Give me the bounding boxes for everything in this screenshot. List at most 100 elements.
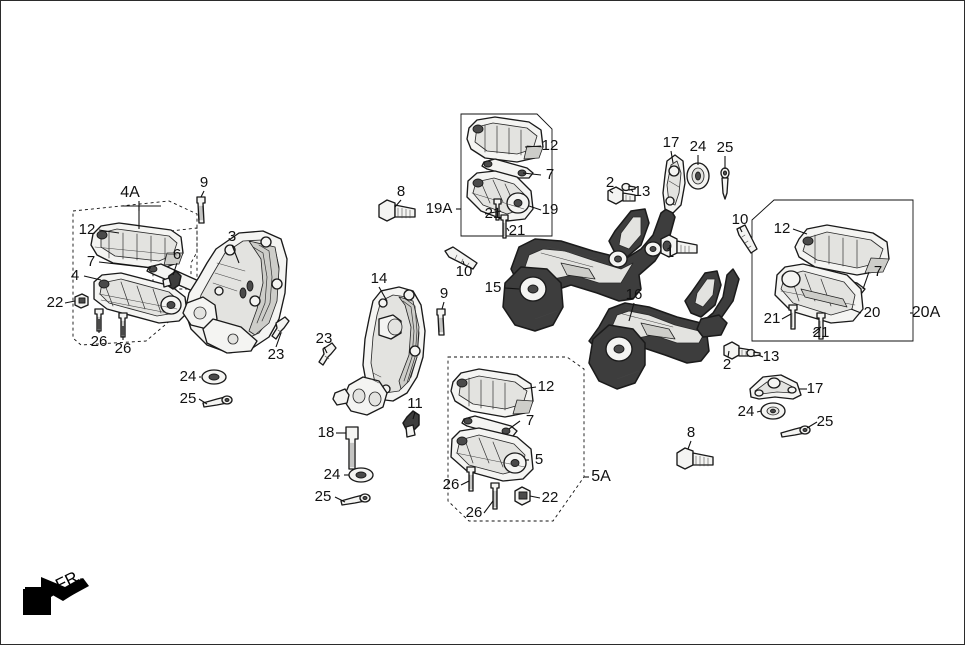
callout-25-upper: 25 — [717, 139, 734, 156]
part-12-left-footpeg — [90, 222, 184, 270]
part-17-bracket-plate-upper — [662, 154, 686, 214]
callout-9-left: 9 — [200, 174, 208, 191]
part-19-step-bar-right — [466, 170, 534, 222]
part-21-screw-19A-b — [500, 214, 509, 239]
callout-20: 20 — [864, 304, 881, 321]
part-17-bracket-plate-lower — [749, 374, 802, 400]
part-7-spring-plate-19A — [481, 158, 534, 179]
part-12-footpeg-19A — [466, 116, 544, 163]
part-25-cotter-pin-upper — [720, 167, 730, 200]
callout-26-5A-b: 26 — [466, 504, 483, 521]
callout-12-left: 12 — [79, 221, 96, 238]
part-24-washer-left — [201, 369, 227, 385]
callout-26-left-b: 26 — [115, 340, 132, 357]
part-25-cotter-pin-left — [202, 395, 233, 408]
part-14-rear-bracket — [332, 286, 426, 416]
callout-25-center: 25 — [315, 488, 332, 505]
part-9-pin-left — [196, 196, 206, 224]
callout-12-19A: 12 — [542, 137, 559, 154]
callout-21-20A-b: 21 — [813, 324, 830, 341]
part-23-screw-left-of-14 — [318, 342, 337, 366]
group-box-20A — [751, 199, 914, 342]
part-6-clip — [162, 270, 182, 290]
part-16-main-right-bracket — [588, 268, 740, 390]
part-23-screw-right-of-bracket3 — [271, 316, 290, 340]
part-26-screw-left-b — [118, 312, 128, 338]
callout-9-center: 9 — [440, 285, 448, 302]
callout-19: 19 — [542, 201, 559, 218]
callout-7-19A: 7 — [546, 166, 554, 183]
part-22-nut-left — [74, 293, 89, 309]
callout-20A: 20A — [912, 304, 941, 321]
part-18-bolt — [345, 426, 359, 470]
callout-13-lower: 13 — [763, 348, 780, 365]
callout-25-lower: 25 — [817, 413, 834, 430]
part-24-washer-center — [348, 467, 374, 483]
callout-18: 18 — [318, 424, 335, 441]
callout-11: 11 — [407, 395, 423, 412]
callout-7-5A: 7 — [526, 412, 534, 429]
part-25-cotter-pin-center — [340, 493, 371, 506]
part-11-spring-clip — [402, 410, 420, 438]
callout-19A: 19A — [426, 200, 453, 217]
callout-22-5A: 22 — [542, 489, 559, 506]
callout-21-19A-a: 21 — [485, 205, 502, 222]
group-box-5A — [447, 356, 585, 522]
callout-4-left: 4 — [71, 267, 79, 284]
callout-8-center: 8 — [397, 183, 405, 200]
callout-10-right: 10 — [732, 211, 749, 228]
front-direction-arrow — [23, 577, 89, 615]
part-8-bolt-center — [378, 199, 416, 222]
callout-24-left: 24 — [180, 368, 197, 385]
part-21-screw-19A-a — [493, 198, 502, 221]
callout-5: 5 — [535, 451, 543, 468]
callout-15: 15 — [485, 279, 502, 296]
leader-lines — [64, 145, 913, 514]
part-21-screw-20A-a — [788, 304, 798, 330]
part-3-left-bracket — [182, 230, 288, 354]
callout-24-center: 24 — [324, 466, 341, 483]
part-26-screw-5A-b — [490, 482, 500, 510]
callout-6: 6 — [173, 246, 181, 263]
callout-1: 1 — [666, 244, 674, 261]
part-1-pivot-pin — [660, 234, 698, 258]
part-26-screw-5A-a — [466, 466, 476, 492]
callout-2-upper: 2 — [606, 174, 614, 191]
callout-26-5A-a: 26 — [443, 476, 460, 493]
callout-25-left: 25 — [180, 390, 197, 407]
callout-21-19A-b: 21 — [509, 222, 526, 239]
callout-12-20A: 12 — [774, 220, 791, 237]
callout-7-left: 7 — [87, 253, 95, 270]
callout-2-lower: 2 — [723, 356, 731, 373]
part-8-bolt-lower — [676, 447, 714, 470]
callout-4A: 4A — [120, 184, 140, 201]
part-21-screw-20A-b — [816, 312, 826, 340]
callout-21-20A-a: 21 — [764, 310, 781, 327]
callout-24-lower: 24 — [738, 403, 755, 420]
callout-24-upper: 24 — [690, 138, 707, 155]
part-25-cotter-pin-lower — [780, 425, 811, 438]
part-5-step-bar-rear — [450, 427, 534, 482]
group-box-19A — [460, 113, 553, 237]
part-24-washer-lower — [760, 402, 786, 420]
part-24-washer-upper — [686, 162, 710, 190]
callout-14: 14 — [371, 270, 388, 287]
callout-17-lower: 17 — [807, 380, 824, 397]
part-15-main-left-bracket — [502, 206, 676, 332]
callout-8-lower: 8 — [687, 424, 695, 441]
part-12-footpeg-20A — [794, 224, 890, 276]
callout-7-20A: 7 — [874, 263, 882, 280]
callout-3: 3 — [228, 228, 236, 245]
callout-23-right: 23 — [268, 346, 285, 363]
part-12-footpeg-5A — [450, 368, 534, 418]
callout-26-left-a: 26 — [91, 333, 108, 350]
part-2-bolt-upper — [607, 186, 636, 205]
part-22-nut-5A — [514, 486, 531, 506]
callout-12-5A: 12 — [538, 378, 555, 395]
callout-10-center: 10 — [456, 263, 473, 280]
part-9-pin-center — [436, 308, 446, 336]
callout-22-left: 22 — [47, 294, 64, 311]
callout-16: 16 — [626, 286, 643, 303]
